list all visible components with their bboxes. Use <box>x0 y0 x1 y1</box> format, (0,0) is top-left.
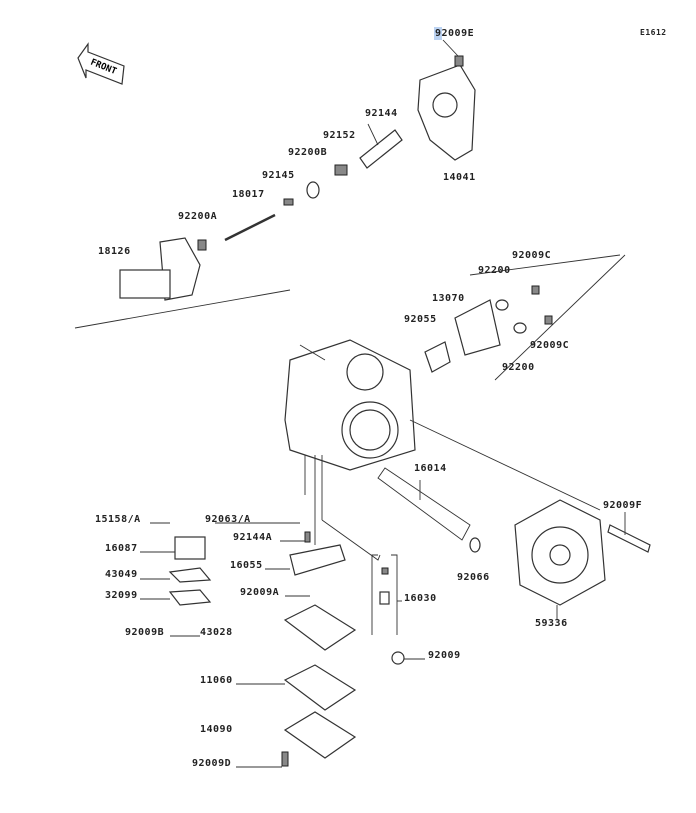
label-16014[interactable]: 16014 <box>414 463 447 474</box>
label-11060[interactable]: 11060 <box>200 675 233 686</box>
part-14090 <box>283 711 357 759</box>
label-92055[interactable]: 92055 <box>404 314 437 325</box>
part-92009-bolt <box>391 651 405 665</box>
part-92009C-upper <box>531 285 540 295</box>
label-92200-upper[interactable]: 92200 <box>478 265 511 276</box>
label-16030[interactable]: 16030 <box>404 593 437 604</box>
part-92009E <box>454 55 464 67</box>
label-92009B[interactable]: 92009B <box>125 627 165 638</box>
part-92200A <box>197 239 207 251</box>
text-highlight <box>434 27 442 40</box>
part-59336 <box>514 499 606 606</box>
part-92145 <box>283 198 294 206</box>
label-16087[interactable]: 16087 <box>105 543 138 554</box>
front-arrow-icon: FRONT <box>77 42 125 85</box>
label-15158A[interactable]: 15158/A <box>95 514 141 525</box>
label-43028[interactable]: 43028 <box>200 627 233 638</box>
part-18126 <box>119 237 201 301</box>
part-92152 <box>334 164 348 176</box>
label-32099[interactable]: 32099 <box>105 590 138 601</box>
part-14041 <box>417 64 476 161</box>
part-16087 <box>174 536 206 560</box>
part-carburetor-body <box>284 339 416 471</box>
label-92009E[interactable]: 92009E <box>435 28 475 39</box>
label-92009C-lower[interactable]: 92009C <box>530 340 570 351</box>
part-92009C-lower <box>544 315 553 325</box>
label-13070[interactable]: 13070 <box>432 293 465 304</box>
label-59336[interactable]: 59336 <box>535 618 568 629</box>
part-92066 <box>469 537 481 553</box>
part-43028-plate <box>283 604 357 651</box>
label-92200A[interactable]: 92200A <box>178 211 218 222</box>
diagram-code: E1612 <box>640 28 667 37</box>
label-92144A[interactable]: 92144A <box>233 532 273 543</box>
label-92009C-upper[interactable]: 92009C <box>512 250 552 261</box>
label-92009D[interactable]: 92009D <box>192 758 232 769</box>
label-92200-lower[interactable]: 92200 <box>502 362 535 373</box>
part-92144A <box>304 531 311 543</box>
label-92009A[interactable]: 92009A <box>240 587 280 598</box>
label-14090[interactable]: 14090 <box>200 724 233 735</box>
label-92200B[interactable]: 92200B <box>288 147 328 158</box>
label-92009[interactable]: 92009 <box>428 650 461 661</box>
label-92009F[interactable]: 92009F <box>603 500 643 511</box>
label-43049[interactable]: 43049 <box>105 569 138 580</box>
part-18017 <box>224 213 276 242</box>
part-16055 <box>289 544 346 576</box>
part-92200-lower <box>513 322 527 334</box>
label-92066[interactable]: 92066 <box>457 572 490 583</box>
part-13070 <box>454 299 501 356</box>
part-92200-upper <box>495 299 509 311</box>
part-92055 <box>424 341 451 373</box>
part-92144 <box>359 123 403 169</box>
label-92144[interactable]: 92144 <box>365 108 398 119</box>
part-11060 <box>283 664 357 711</box>
part-16030 <box>381 567 389 575</box>
label-92145[interactable]: 92145 <box>262 170 295 181</box>
label-18126[interactable]: 18126 <box>98 246 131 257</box>
part-92200B <box>306 181 320 199</box>
label-16055[interactable]: 16055 <box>230 560 263 571</box>
part-32099 <box>168 589 212 606</box>
part-92009F <box>607 524 651 553</box>
part-43049 <box>168 567 212 583</box>
label-18017[interactable]: 18017 <box>232 189 265 200</box>
label-92063A[interactable]: 92063/A <box>205 514 251 525</box>
part-92009D <box>281 751 289 767</box>
label-92152[interactable]: 92152 <box>323 130 356 141</box>
label-14041[interactable]: 14041 <box>443 172 476 183</box>
